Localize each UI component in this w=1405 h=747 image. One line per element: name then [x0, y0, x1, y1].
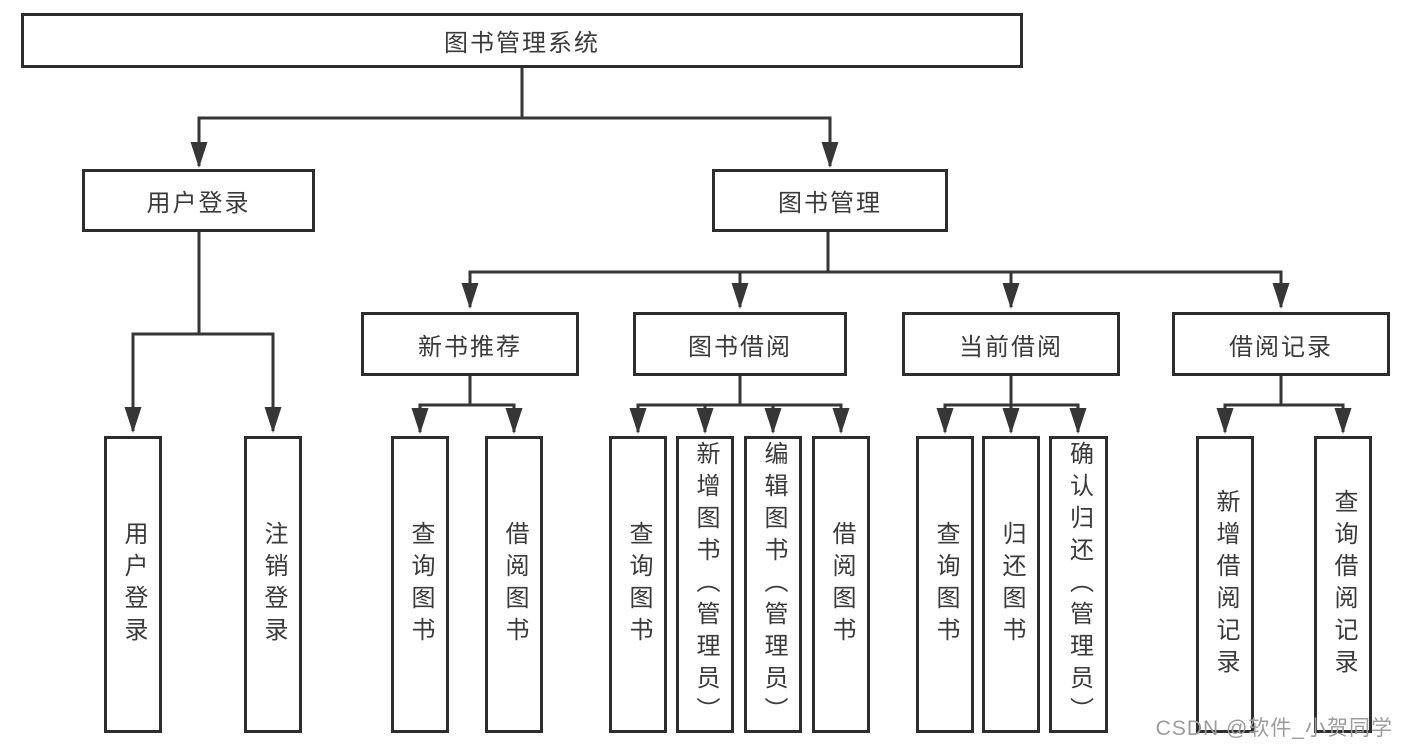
leaf-borrow-books-2-label: 借阅图书 [828, 520, 855, 649]
node-current-borrow-label: 当前借阅 [959, 333, 1063, 361]
leaf-add-book-admin-label: 新增图书（管理员） [692, 440, 719, 729]
leaf-confirm-return-admin: 确认归还（管理员） [1049, 436, 1108, 733]
leaf-query-books-3: 查询图书 [916, 436, 974, 733]
node-library-system-label: 图书管理系统 [444, 30, 600, 57]
leaf-logout-label: 注销登录 [260, 520, 287, 649]
leaf-query-books-2: 查询图书 [609, 436, 667, 733]
leaf-user-login: 用户登录 [104, 436, 162, 733]
node-borrow-records: 借阅记录 [1172, 312, 1390, 376]
node-book-borrow-label: 图书借阅 [688, 333, 792, 361]
node-library-system: 图书管理系统 [21, 13, 1023, 68]
leaf-return-book-label: 归还图书 [998, 520, 1025, 649]
leaf-add-borrow-record: 新增借阅记录 [1196, 436, 1254, 733]
leaf-edit-book-admin: 编辑图书（管理员） [744, 436, 802, 733]
node-new-book-recommend-label: 新书推荐 [418, 333, 522, 361]
leaf-borrow-books-1-label: 借阅图书 [501, 520, 528, 649]
leaf-query-books-1-label: 查询图书 [407, 520, 434, 649]
node-new-book-recommend: 新书推荐 [361, 312, 579, 376]
leaf-user-login-label: 用户登录 [120, 520, 147, 649]
node-current-borrow: 当前借阅 [902, 312, 1120, 376]
csdn-watermark: CSDN @软件_小贺同学 [1155, 717, 1393, 740]
leaf-borrow-books-2: 借阅图书 [812, 436, 870, 733]
leaf-query-books-2-label: 查询图书 [625, 520, 652, 649]
leaf-query-books-1: 查询图书 [391, 436, 449, 733]
node-book-borrow: 图书借阅 [633, 312, 847, 376]
leaf-logout: 注销登录 [244, 436, 302, 733]
node-book-management-label: 图书管理 [778, 190, 882, 217]
node-book-management: 图书管理 [712, 169, 948, 232]
leaf-return-book: 归还图书 [982, 436, 1040, 733]
leaf-query-books-3-label: 查询图书 [932, 520, 959, 649]
node-borrow-records-label: 借阅记录 [1229, 333, 1333, 361]
leaf-confirm-return-admin-label: 确认归还（管理员） [1065, 440, 1093, 729]
node-user-login-label: 用户登录 [146, 190, 251, 217]
leaf-borrow-books-1: 借阅图书 [485, 436, 543, 733]
leaf-edit-book-admin-label: 编辑图书（管理员） [760, 440, 787, 729]
leaf-query-borrow-record-label: 查询借阅记录 [1330, 488, 1357, 681]
leaf-query-borrow-record: 查询借阅记录 [1314, 436, 1372, 733]
node-user-login: 用户登录 [82, 169, 315, 232]
leaf-add-book-admin: 新增图书（管理员） [676, 436, 734, 733]
leaf-add-borrow-record-label: 新增借阅记录 [1212, 488, 1239, 681]
